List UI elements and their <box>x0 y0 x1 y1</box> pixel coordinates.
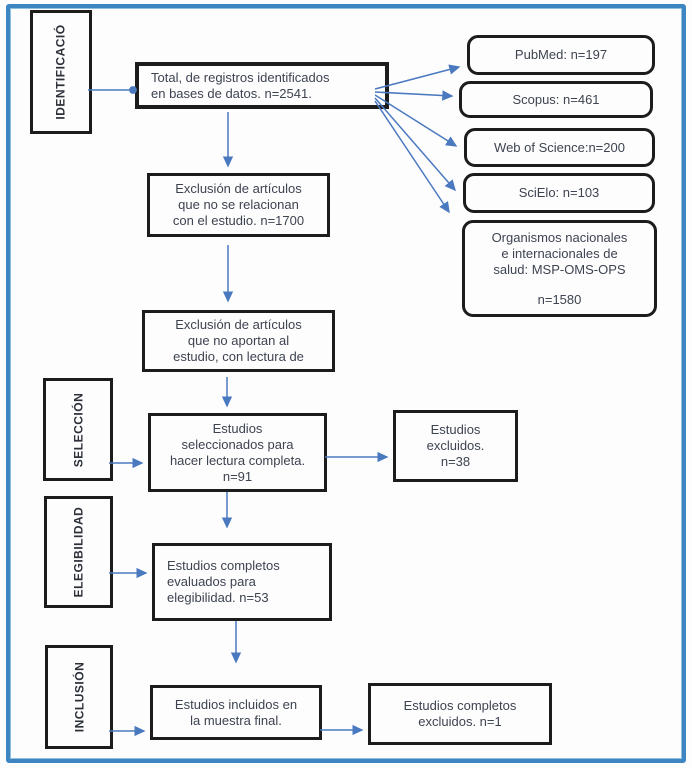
source-web-of-science: Web of Science:n=200 <box>464 128 655 167</box>
source-scielo: SciElo: n=103 <box>463 173 655 213</box>
source-organisms: Organismos nacionales e internacionales … <box>462 220 657 317</box>
box-line: Total, de registros identificados <box>151 69 330 85</box>
source-organisms-count: n=1580 <box>537 291 582 307</box>
box-line: estudio, con lectura de <box>173 349 304 364</box>
source-pubmed: PubMed: n=197 <box>467 35 655 75</box>
box-selected-studies: Estudios seleccionados para hacer lectur… <box>148 413 327 492</box>
box-line: seleccionados para <box>181 436 294 452</box>
source-label: Scopus: n=461 <box>512 91 600 107</box>
source-label: SciElo: n=103 <box>518 185 600 200</box>
box-exclusion-no-contribution: Exclusión de artículos que no aportan al… <box>142 310 335 372</box>
source-label: PubMed: n=197 <box>514 47 608 62</box>
box-line: que no se relacionan <box>178 197 299 212</box>
box-included-final: Estudios incluidos en la muestra final. <box>150 685 322 740</box>
box-line: que no aportan al <box>187 333 290 348</box>
box-line: Estudios completos <box>403 698 517 713</box>
box-line: la muestra final. <box>190 712 282 728</box>
box-line: evaluados para <box>167 574 256 589</box>
outer-frame <box>6 4 686 763</box>
box-line: hacer lectura completa. <box>169 452 306 468</box>
box-exclusion-unrelated: Exclusión de artículos que no se relacio… <box>147 173 330 237</box>
box-line: con el estudio. n=1700 <box>172 213 305 228</box>
stage-label-inclusion: INCLUSIÓN <box>45 645 113 749</box>
stage-label-eligibility-text: ELEGIBILIDAD <box>71 506 86 598</box>
box-line: Estudios incluidos en <box>174 696 298 712</box>
source-label: Web of Science:n=200 <box>494 139 625 155</box>
box-line: n=38 <box>440 454 471 469</box>
stage-label-inclusion-text: INCLUSIÓN <box>72 661 86 733</box>
box-excluded-38: Estudios excluidos. n=38 <box>393 410 518 482</box>
stage-label-identification-text: IDENTIFICACIÓ <box>54 24 69 120</box>
box-excluded-complete: Estudios completos excluidos. n=1 <box>368 683 552 745</box>
box-line: excluidos. n=1 <box>418 714 502 729</box>
box-total-records: Total, de registros identificados en bas… <box>135 62 389 109</box>
box-line: Organismos nacionales <box>491 229 628 245</box>
box-line: Exclusión de artículos <box>175 181 302 196</box>
stage-label-eligibility: ELEGIBILIDAD <box>44 496 113 608</box>
box-line: salud: MSP-OMS-OPS <box>493 261 626 277</box>
box-line: Estudios <box>212 420 263 436</box>
box-line: en bases de datos. n=2541. <box>151 85 312 101</box>
box-line: elegibilidad. n=53 <box>167 590 269 605</box>
box-line: Estudios completos <box>167 558 280 573</box>
box-line: excluidos. <box>426 438 485 453</box>
box-eligibility-evaluated: Estudios completos evaluados para elegib… <box>152 543 332 621</box>
box-line: n=91 <box>222 468 253 484</box>
box-line: e internacionales de <box>501 245 618 261</box>
stage-label-selection: SELECCIÓN <box>43 378 113 481</box>
box-line: Estudios <box>430 422 481 437</box>
source-scopus: Scopus: n=461 <box>459 81 653 118</box>
stage-label-identification: IDENTIFICACIÓ <box>30 10 92 134</box>
box-line: Exclusión de artículos <box>175 317 302 332</box>
stage-label-selection-text: SELECCIÓN <box>71 392 86 467</box>
